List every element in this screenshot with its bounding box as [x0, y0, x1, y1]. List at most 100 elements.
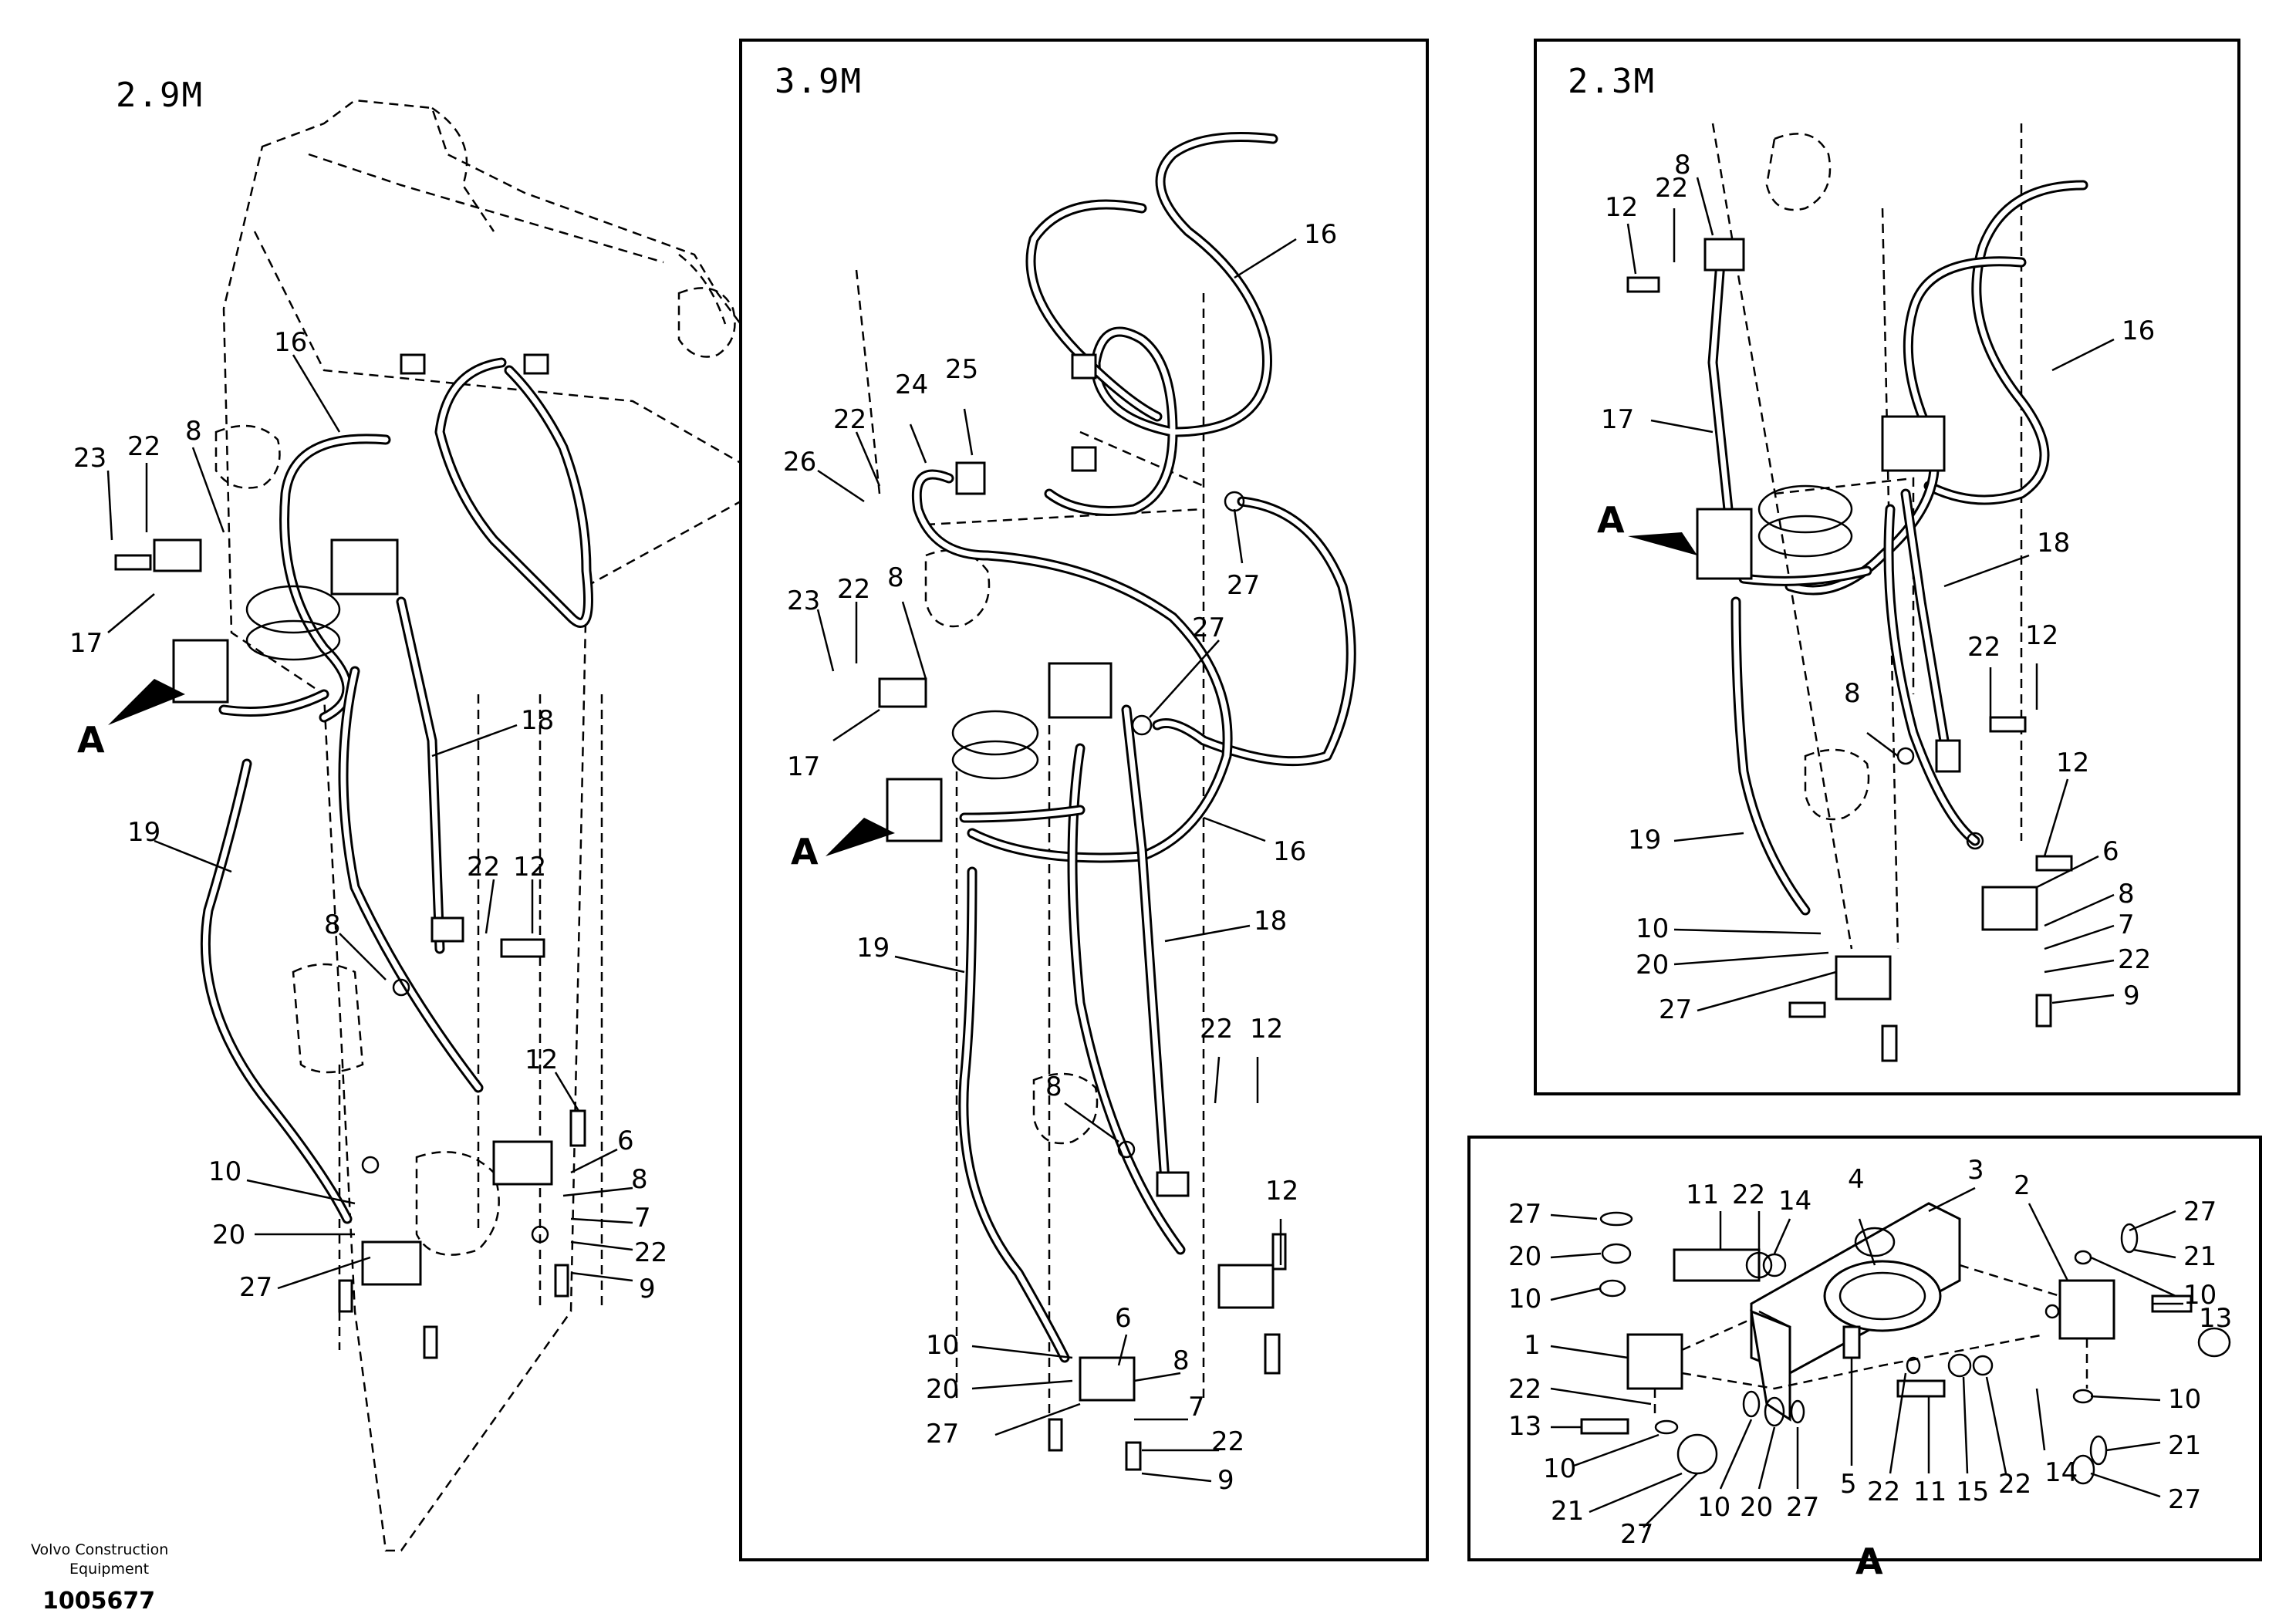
callout: 23: [73, 443, 106, 474]
callout: 5: [1840, 1469, 1857, 1500]
callout: 16: [2122, 316, 2155, 346]
callout: 6: [1115, 1303, 1132, 1334]
boom-outline-left: [222, 99, 742, 1552]
callout: 7: [634, 1203, 651, 1234]
callout: 22: [1967, 632, 2001, 663]
callout: 22: [1998, 1469, 2031, 1500]
callout: 12: [525, 1045, 558, 1075]
detail-title-a: A: [1855, 1541, 1883, 1582]
pointer-a-left: [108, 679, 185, 725]
callout: 14: [2044, 1457, 2078, 1488]
callout: 20: [1508, 1241, 1541, 1272]
callout: 9: [2123, 980, 2140, 1011]
callout-a: A: [77, 719, 105, 761]
valve-block-middle: [886, 778, 943, 842]
callout: 10: [208, 1156, 241, 1187]
hose-19-left: [200, 758, 353, 1224]
callout-a: A: [1597, 499, 1625, 541]
callout: 13: [1508, 1411, 1541, 1442]
callout: 20: [212, 1220, 245, 1250]
callout: 22: [127, 431, 160, 462]
callout: 2: [2014, 1170, 2031, 1201]
hose-lower-left: [338, 666, 484, 1093]
callout: 26: [783, 447, 816, 478]
callout: 20: [1636, 950, 1669, 980]
callout: 22: [1867, 1477, 1900, 1507]
callout: 8: [631, 1164, 648, 1195]
callout: 14: [1778, 1186, 1811, 1217]
callout: 27: [1227, 570, 1260, 601]
callout: 27: [2168, 1484, 2201, 1515]
callout: 8: [324, 910, 341, 940]
callout: 20: [926, 1374, 959, 1405]
callout-a: A: [791, 831, 819, 872]
callout: 19: [1628, 825, 1661, 856]
callout: 16: [274, 327, 307, 358]
callout: 8: [1173, 1345, 1190, 1376]
callout: 21: [1551, 1496, 1584, 1527]
pointer-a-middle: [826, 818, 895, 856]
callout: 16: [1304, 219, 1337, 250]
callout: 27: [1192, 613, 1225, 643]
callout: 15: [1956, 1477, 1989, 1507]
callout: 13: [2199, 1303, 2232, 1334]
valve-block-left: [172, 639, 229, 704]
callout: 8: [1045, 1072, 1062, 1102]
callout: 8: [1844, 678, 1861, 709]
callout: 9: [1217, 1465, 1234, 1496]
valve-block-right: [1696, 508, 1753, 580]
middle-callouts: 16 24 25 22 26 27 23 22 8 27 17 A 16 18 …: [783, 219, 1337, 1496]
callout: 22: [1508, 1374, 1541, 1405]
callout: 27: [926, 1419, 959, 1450]
company-name-line2: Equipment: [69, 1561, 149, 1578]
right-callouts: 12 22 8 16 17 A 18 22 12 8 19 12 6 8 7 2…: [1597, 150, 2155, 1025]
callout: 27: [239, 1272, 272, 1303]
panel-title-2-9m: 2.9M: [116, 76, 204, 115]
left-callouts: 23 22 8 16 17 A 18 19 22 12 8 12 6 8 7 2…: [69, 327, 667, 1304]
callout: 7: [2118, 910, 2135, 940]
right-panel-drawing: [1626, 123, 2115, 1062]
drawing-number: 1005677: [42, 1588, 155, 1615]
callout: 12: [1265, 1176, 1298, 1207]
callout: 20: [1740, 1492, 1773, 1523]
callout: 22: [634, 1237, 667, 1268]
detail-a-drawing: [1469, 1186, 2261, 1561]
callout: 12: [2025, 620, 2058, 651]
callout: 10: [2183, 1280, 2217, 1311]
hose-19-right: [1730, 596, 1811, 916]
callout: 27: [2183, 1196, 2217, 1227]
callout: 19: [856, 933, 890, 964]
callout: 10: [1543, 1453, 1576, 1484]
callout: 17: [787, 751, 820, 782]
callout: 27: [1786, 1492, 1819, 1523]
panel-title-2-3m: 2.3M: [1568, 62, 1656, 101]
callout: 22: [1200, 1014, 1233, 1045]
callout: 22: [833, 404, 866, 435]
callout: 16: [1273, 836, 1306, 867]
callout: 22: [1655, 173, 1688, 204]
panel-frame-detail-a: [1467, 1136, 2262, 1561]
callout: 8: [1674, 150, 1691, 181]
callout: 6: [617, 1126, 634, 1156]
callout: 21: [2168, 1430, 2201, 1461]
callout: 10: [1508, 1284, 1541, 1315]
callout: 8: [887, 562, 904, 593]
callout: 22: [467, 852, 500, 883]
callout: 21: [2183, 1241, 2217, 1272]
callout: 4: [1848, 1164, 1865, 1195]
callout: 22: [1211, 1426, 1244, 1457]
callout: 10: [2168, 1384, 2201, 1415]
callout: 17: [1601, 404, 1634, 435]
callout: 6: [2102, 836, 2119, 867]
company-name-line1: Volvo Construction: [31, 1541, 168, 1558]
callout: 18: [2037, 528, 2070, 559]
callout: 10: [1636, 913, 1669, 944]
callout: 27: [1659, 994, 1692, 1025]
callout: 12: [1605, 192, 1638, 223]
left-panel-drawing: [106, 99, 742, 1552]
callout: 24: [895, 370, 928, 400]
callout: 22: [2118, 944, 2151, 975]
callout: 12: [2056, 748, 2089, 778]
callout: 27: [1620, 1519, 1653, 1550]
